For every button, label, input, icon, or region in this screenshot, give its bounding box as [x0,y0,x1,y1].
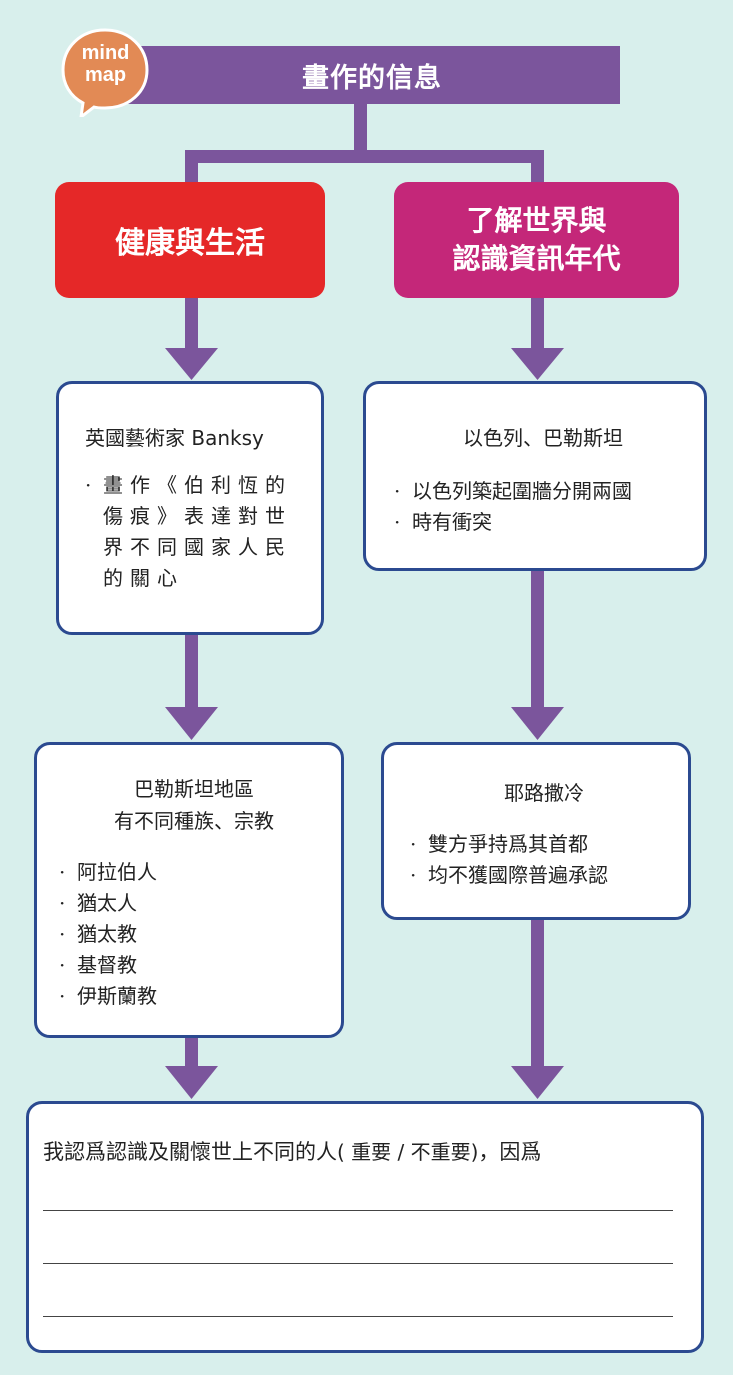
palestine-region-heading-2: 有不同種族、宗教 [114,809,274,833]
banksy-line: 傷痕》表達對世 [103,504,292,528]
banksy-box: 英國藝術家 Banksy · 畫作《伯利恆的 傷痕》表達對世 界不同國家人民 的… [56,381,324,635]
list-item: ·時有衝突 [394,510,492,534]
banksy-line: 的關心 [103,566,184,590]
answer-line-3[interactable] [43,1316,673,1317]
arrow-right-1 [511,348,564,380]
answer-box: 我認爲認識及關懷世上不同的人( 重要 / 不重要)，因爲 [26,1101,704,1353]
bullet-mark: · [85,473,99,497]
answer-prompt: 我認爲認識及關懷世上不同的人( 重要 / 不重要)，因爲 [43,1136,677,1166]
list-item: ·雙方爭持爲其首都 [410,832,588,856]
banksy-line: 畫作《伯利恆的 [103,473,292,497]
banksy-description: · 畫作《伯利恆的 傷痕》表達對世 界不同國家人民 的關心 [85,470,303,594]
category-health-life: 健康與生活 [55,182,325,298]
list-item: ·伊斯蘭教 [59,984,157,1008]
badge-line-2: map [84,64,127,86]
mind-map-badge: mind map [61,28,150,121]
israel-palestine-box: 以色列、巴勒斯坦 ·以色列築起圍牆分開兩國 ·時有衝突 [363,381,707,571]
connector-left-3 [185,1038,198,1068]
badge-line-1: mind [81,42,130,64]
connector-left-drop [185,150,198,184]
page-title: 畫作的信息 [124,46,620,104]
connector-right-drop [531,150,544,184]
list-item: ·阿拉伯人 [59,860,157,884]
answer-prompt-end: ，因爲 [478,1140,542,1164]
connector-right-1 [531,298,544,350]
answer-prompt-start: 我認爲認識及關懷世上不同的人 [43,1140,337,1164]
banksy-line: 界不同國家人民 [103,535,292,559]
arrow-right-2 [511,707,564,740]
banksy-heading: 英國藝術家 Banksy [85,426,264,450]
category-health-life-label: 健康與生活 [115,226,265,261]
connector-title-stem [354,104,367,154]
category-world-info-line-1: 了解世界與 [466,204,607,237]
connector-left-2 [185,635,198,709]
arrow-left-1 [165,348,218,380]
connector-right-3 [531,920,544,1068]
category-world-info-line-2: 認識資訊年代 [452,242,621,275]
category-world-info: 了解世界與 認識資訊年代 [394,182,679,298]
connector-split-bar [185,150,544,163]
arrow-left-3 [165,1066,218,1099]
answer-line-1[interactable] [43,1210,673,1211]
list-item: ·均不獲國際普遍承認 [410,863,608,887]
list-item: ·以色列築起圍牆分開兩國 [394,479,632,503]
jerusalem-heading: 耶路撒冷 [504,781,584,805]
connector-left-1 [185,298,198,350]
list-item: ·基督教 [59,953,137,977]
jerusalem-box: 耶路撒冷 ·雙方爭持爲其首都 ·均不獲國際普遍承認 [381,742,691,920]
palestine-region-heading-1: 巴勒斯坦地區 [134,777,254,801]
arrow-left-2 [165,707,218,740]
list-item: ·猶太教 [59,922,137,946]
connector-right-2 [531,571,544,709]
list-item: ·猶太人 [59,891,137,915]
arrow-right-3 [511,1066,564,1099]
answer-line-2[interactable] [43,1263,673,1264]
israel-palestine-heading: 以色列、巴勒斯坦 [463,426,623,450]
speech-bubble-icon [61,28,149,121]
answer-options[interactable]: ( 重要 / 不重要) [337,1140,479,1164]
palestine-region-box: 巴勒斯坦地區 有不同種族、宗教 ·阿拉伯人 ·猶太人 ·猶太教 ·基督教 ·伊斯… [34,742,344,1038]
